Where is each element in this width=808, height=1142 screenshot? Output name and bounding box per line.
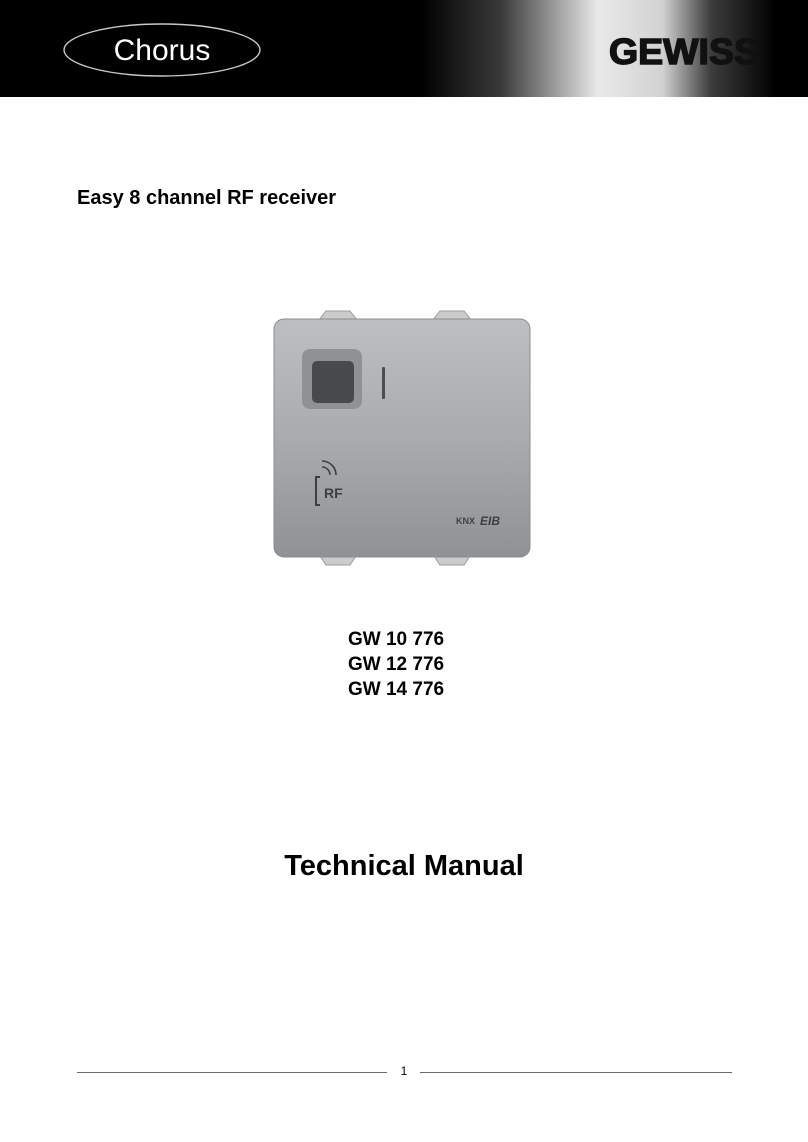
footer-divider-left — [77, 1072, 387, 1073]
gewiss-logo: GEWISS — [608, 30, 760, 73]
page-header: Chorus GEWISS — [0, 0, 808, 97]
svg-text:Chorus: Chorus — [114, 34, 211, 67]
product-image: RF KNX EIB — [273, 310, 531, 566]
svg-text:KNX: KNX — [456, 516, 475, 526]
manual-title: Technical Manual — [284, 850, 524, 882]
product-title: Easy 8 channel RF receiver — [77, 187, 337, 209]
chorus-logo: Chorus — [63, 23, 261, 77]
svg-text:EIB: EIB — [480, 514, 500, 528]
page-number: 1 — [400, 1064, 408, 1078]
product-codes: GW 10 776 GW 12 776 GW 14 776 — [348, 627, 444, 702]
product-code: GW 10 776 — [348, 629, 445, 650]
product-code: GW 14 776 — [348, 679, 445, 700]
svg-text:GEWISS: GEWISS — [609, 31, 759, 72]
product-code: GW 12 776 — [348, 654, 445, 675]
footer-divider-right — [420, 1072, 732, 1073]
svg-text:RF: RF — [324, 485, 343, 501]
